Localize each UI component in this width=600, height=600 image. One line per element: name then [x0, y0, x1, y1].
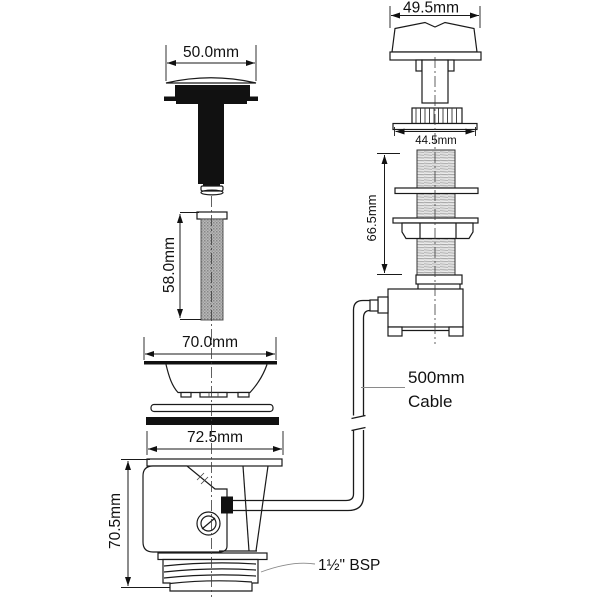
strainer-width-label: 70.0mm [182, 334, 238, 351]
flat-washer [150, 403, 274, 413]
upper-washer [394, 187, 479, 195]
cap-width-label: 50.0mm [183, 44, 239, 61]
ribbed-collar [392, 107, 478, 131]
lower-washer [392, 217, 479, 224]
dim-cap-width: 50.0mm [165, 44, 257, 81]
dim-knob-width: 49.5mm [389, 0, 481, 28]
threaded-shank [392, 149, 479, 285]
knob-flange [389, 51, 482, 61]
grub-screw [196, 511, 221, 536]
bsp-label: 1½" BSP [318, 557, 380, 574]
dim-rod-length: 58.0mm [161, 212, 201, 320]
lift-rod [196, 211, 228, 321]
plug-cap [164, 77, 258, 196]
backnut [401, 222, 474, 240]
body-height-label: 70.5mm [107, 493, 124, 549]
flange-width-label: 44.5mm [415, 135, 457, 147]
strainer-plate [144, 361, 277, 398]
rod-length-label: 58.0mm [161, 237, 178, 293]
cable-anchor-block [221, 496, 233, 514]
cable-housing [369, 284, 464, 337]
dim-strainer-width: 70.0mm [143, 334, 277, 360]
cable-callout: 500mm Cable [361, 368, 465, 411]
control-knob [389, 21, 482, 104]
bsp-callout: 1½" BSP [260, 557, 380, 574]
shank-length-label: 66.5mm [364, 195, 379, 242]
rubber-gasket [146, 417, 279, 425]
body-width-label: 72.5mm [187, 429, 243, 446]
cable-label-line1: 500mm [408, 368, 465, 387]
waste-body [142, 458, 283, 592]
dim-body-height: 70.5mm [107, 459, 170, 588]
dim-flange-width: 44.5mm [394, 127, 476, 147]
plug-stem [198, 104, 224, 184]
cable-label-line2: Cable [408, 392, 452, 411]
dim-shank-length: 66.5mm [364, 153, 402, 275]
dim-body-width: 72.5mm [146, 429, 284, 455]
knob-width-label: 49.5mm [403, 0, 459, 17]
cable [233, 299, 371, 512]
